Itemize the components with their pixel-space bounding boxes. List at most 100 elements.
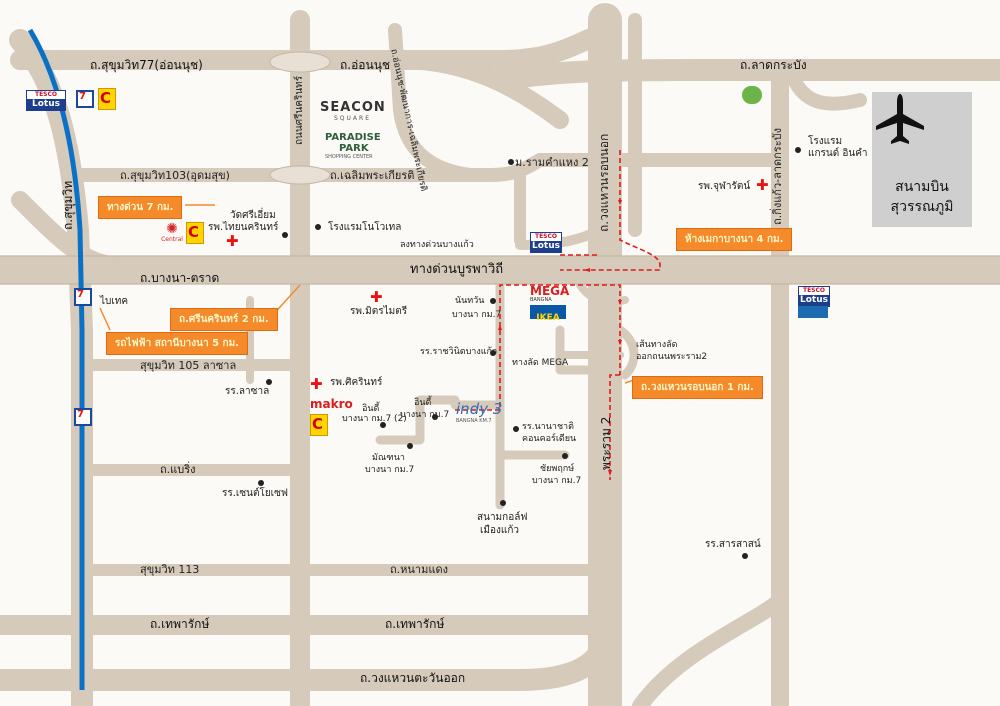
poi-dot — [258, 480, 264, 486]
callout-pointer-3 — [99, 307, 111, 331]
label-sarasas: รร.สารสาสน์ — [705, 539, 761, 550]
poi-dot — [315, 224, 321, 230]
label-manthana-1: มัณฑนา — [372, 453, 405, 463]
label-sukhumvit: ถ.สุขุมวิท — [61, 180, 75, 230]
label-kingkaeo: ถ.กิ่งแก้ว-ลาดกระบัง — [771, 128, 784, 225]
label-chaiyaphruek-2: บางนา กม.7 — [532, 476, 582, 486]
label-st-joseph: รร.เซนต์โยเซฟ — [222, 488, 288, 499]
indy3-logo: indy 3 BANGNA KM.7 — [456, 400, 503, 424]
bts-line — [27, 28, 85, 690]
poi-dot — [513, 426, 519, 432]
label-wat-si-iam: วัดศรีเอี่ยม — [230, 210, 276, 221]
poi-dot — [500, 500, 506, 506]
label-wongwaen-east: ถ.วงแหวนตะวันออก — [360, 671, 466, 685]
overpass-103 — [269, 165, 331, 185]
airplane-icon — [876, 94, 924, 144]
mega-logo: MEGA BANGNA — [530, 284, 570, 303]
label-hosp-thai-nakarin: รพ.ไทยนครินทร์ — [208, 222, 279, 233]
road-wongwaen-east — [0, 629, 616, 691]
road-bottom-right — [632, 592, 788, 706]
store-logo — [798, 306, 828, 318]
road-soi-7 — [615, 325, 639, 380]
big-c-icon: C — [98, 88, 116, 110]
poi-dot — [380, 422, 386, 428]
road-sukhumvit103 — [73, 153, 787, 182]
label-sukhumvit77: ถ.สุขุมวิท77(อ่อนนุช) — [90, 58, 203, 72]
label-sukhumvit113: สุขุมวิท 113 — [140, 563, 200, 576]
road-latkrabang — [489, 59, 1000, 91]
label-baering: ถ.แบริ่ง — [160, 463, 196, 476]
airport-name-2: สุวรรณภูมิ — [890, 199, 954, 215]
label-novotel: โรงแรมโนโวเทล — [328, 222, 402, 233]
label-mega-shortcut: ทางลัด MEGA — [512, 358, 569, 368]
label-rajavinit: รร.ราชวินิตบางแก้ว — [420, 347, 498, 357]
paradise-park-logo: PARADISE PARK SHOPPING CENTER — [325, 132, 381, 160]
label-hosp-sikarin: รพ.ศิครินทร์ — [330, 377, 383, 388]
callout-mega: ห้างเมกาบางนา 4 กม. — [676, 228, 793, 251]
label-hosp-chularat: รพ.จุฬารัตน์ — [698, 181, 751, 192]
red-cross-icon: ✚ — [310, 375, 323, 393]
label-lasalle-school: รร.ลาซาล — [225, 386, 270, 397]
label-chaloemphrakiat: ถ.เฉลิมพระเกียรติ — [330, 169, 415, 182]
label-srinakarin: ถนนศรีนครินทร์ — [294, 75, 305, 145]
bts-station-icon: 7 — [74, 288, 92, 306]
callout-bts: รถไฟฟ้า สถานีบางนา 5 กม. — [106, 332, 248, 355]
store-logo — [742, 86, 762, 104]
poi-dot — [490, 350, 496, 356]
label-nationality-1: รร.นานาชาติ — [522, 422, 574, 432]
label-golf-2: เมืองแก้ว — [480, 525, 520, 536]
route-arrow-3 — [498, 325, 502, 330]
label-nationality-2: คอนคอร์เดียน — [522, 434, 577, 444]
callout-expressway: ทางด่วน 7 กม. — [98, 196, 183, 219]
callout-outer-ring: ถ.วงแหวนรอบนอก 1 กม. — [632, 376, 763, 399]
label-indy-1: อินดี้ — [414, 398, 432, 408]
label-kanchanaphisek: ถ.วงแหวนรอบนอก — [597, 133, 611, 232]
label-indy2-2: บางนา กม.7 (2) — [342, 414, 407, 424]
road-soi-5 — [555, 325, 605, 375]
label-manthana-2: บางนา กม.7 — [365, 465, 415, 475]
road-soi-2 — [375, 395, 460, 445]
label-hosp-mitmaitri: รพ.มิตรไมตรี — [350, 306, 408, 317]
label-bangna-interchange: ลงทางด่วนบางแก้ว — [400, 240, 474, 250]
label-onnut: ถ.อ่อนนุช — [340, 58, 391, 72]
label-bangna-trat: ถ.บางนา-ตราด — [140, 271, 220, 285]
route-segment-4 — [609, 374, 620, 480]
label-latkrabang: ถ.ลาดกระบัง — [740, 58, 807, 72]
makro-logo: makro — [310, 397, 353, 411]
label-theparak-left: ถ.เทพารักษ์ — [150, 617, 210, 631]
label-golf-1: สนามกอล์ฟ — [477, 512, 528, 523]
callout-srinakarin: ถ.ศรีนครินทร์ 2 กม. — [170, 308, 278, 331]
route-arrow-5 — [618, 200, 622, 205]
airport-name-1: สนามบิน — [895, 179, 949, 195]
label-bitec: ไบเทค — [100, 296, 129, 307]
poi-dot — [282, 232, 288, 238]
big-c-icon: C — [186, 222, 204, 244]
poi-dot — [562, 453, 568, 459]
poi-dot — [407, 443, 413, 449]
label-burapha-withi: ทางด่วนบูรพาวิถี — [410, 262, 504, 277]
label-phraram2: พระราม 2 — [599, 416, 613, 470]
road-bearing-diag — [11, 191, 119, 274]
label-nanthawan-2: บางนา กม.7 — [452, 310, 502, 320]
bts-station-icon: 7 — [74, 408, 92, 426]
route-arrow-1 — [618, 300, 622, 305]
label-sukhumvit103: ถ.สุขุมวิท103(อุดมสุข) — [120, 169, 230, 182]
seacon-logo: SEACON SQUARE — [320, 100, 386, 122]
label-indy-2: บางนา กม.7 — [400, 410, 450, 420]
poi-dot — [266, 379, 272, 385]
label-nanmaeng: ถ.หนามแดง — [390, 563, 448, 576]
poi-dot — [432, 414, 438, 420]
route-segment-1 — [455, 284, 621, 411]
ikea-logo: IKEA — [530, 305, 566, 323]
big-c-icon: C — [310, 414, 328, 436]
road-kingkaeo-curve — [783, 63, 867, 111]
airport-box: สนามบิน สุวรรณภูมิ — [872, 92, 972, 227]
red-cross-icon: ✚ — [370, 288, 383, 306]
route-segment-2 — [560, 150, 661, 271]
overpass-onnut — [269, 51, 331, 73]
road-sukhumvit — [9, 29, 93, 706]
